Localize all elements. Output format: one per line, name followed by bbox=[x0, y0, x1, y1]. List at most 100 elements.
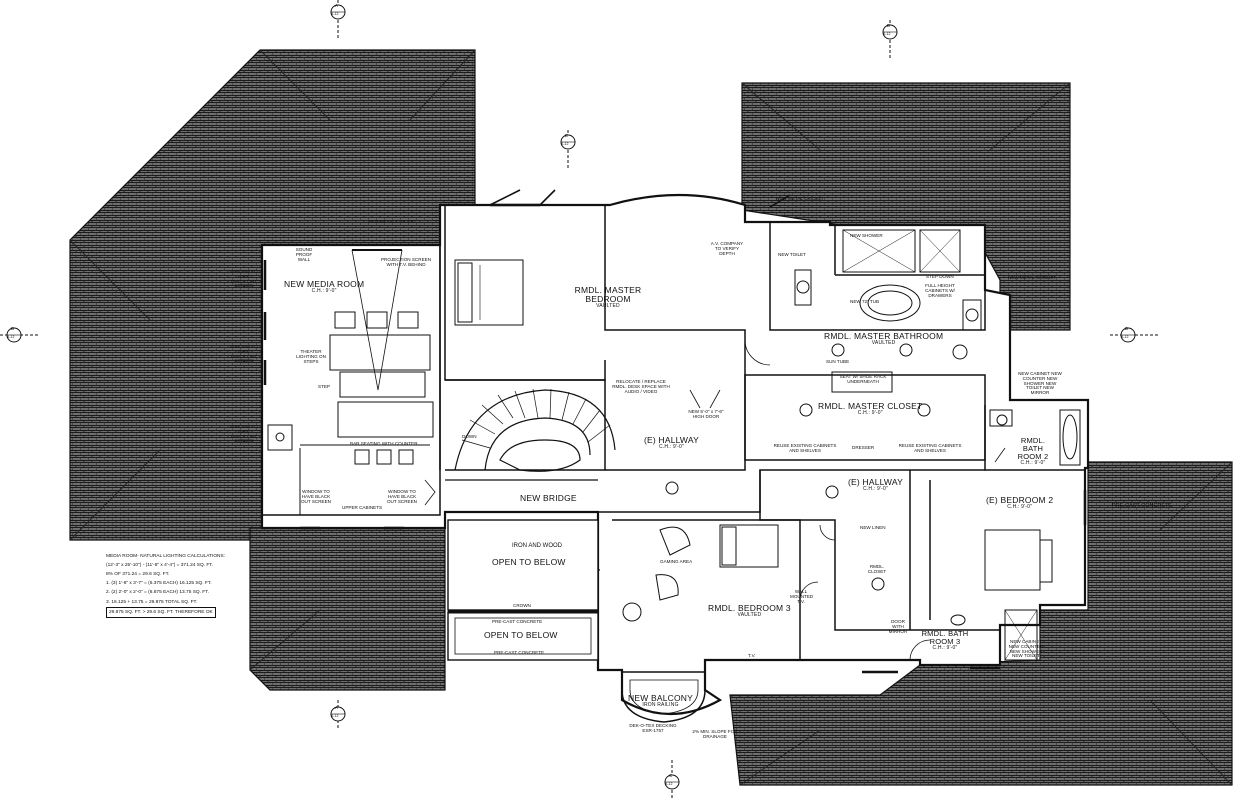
room-ceiling-height: C.H.: 9'-0" bbox=[863, 485, 888, 492]
marker-letter: D bbox=[887, 23, 891, 28]
marker-sheet: A-12 bbox=[665, 782, 673, 786]
marker-letter: A bbox=[335, 705, 339, 710]
section-marker-c[interactable]: C A-12 bbox=[664, 773, 680, 790]
marker-letter: A bbox=[335, 3, 339, 8]
label-open-to-below-1: OPEN TO BELOW bbox=[492, 557, 566, 567]
roof-areas bbox=[69, 49, 1233, 786]
room-ceiling-height: C.H.: 9'-0" bbox=[932, 644, 958, 651]
section-marker-a-bottom[interactable]: A A-12 bbox=[330, 705, 346, 722]
room-name: RMDL. BATH ROOM 2 bbox=[1017, 436, 1049, 461]
section-marker-icon bbox=[1120, 327, 1136, 343]
section-marker-d[interactable]: D A-12 bbox=[882, 23, 898, 40]
room-ceiling-height: C.H.: 9'-0" bbox=[659, 443, 684, 450]
room-name: RMDL. MASTER CLOSET bbox=[818, 401, 923, 411]
note-window-blackout-3: WINDOW TO HAVE BLACK OUT SCREEN bbox=[230, 424, 258, 444]
curved-staircase bbox=[454, 388, 616, 472]
note-metal-cricket-2: NEW METAL CRICKET bbox=[776, 196, 825, 201]
note-new-door: NEW 5'-0" x 7'-6" HIGH DOOR bbox=[688, 409, 724, 419]
room-label-master-bedroom: RMDL. MASTER BEDROOM VAULTED bbox=[568, 286, 648, 309]
note-door-with-mirror: DOOR WITH MIRROR bbox=[888, 619, 908, 634]
note-min-slope: 2% MIN. SLOPE FOR DRAINAGE bbox=[692, 729, 738, 739]
room-label-bath-2: RMDL. BATH ROOM 2 C.H.: 9'-0" bbox=[1010, 437, 1056, 466]
section-marker-b-right[interactable]: B A-12 bbox=[1120, 326, 1136, 343]
note-reuse-cabinets-1: REUSE EXISTING CABINETS AND SHELVES bbox=[773, 443, 837, 453]
note-dresser: DRESSER bbox=[852, 445, 875, 450]
note-upper-cabinets: UPPER CABINETS bbox=[342, 505, 383, 510]
note-seat-shoe-rack: SEAT W/ SHOE RACK UNDERNEATH bbox=[839, 374, 887, 384]
room-ceiling-height: C.H.: 9'-0" bbox=[311, 287, 337, 294]
note-new-cabinet-list: NEW CABINET NEW COUNTER NEW SHOWER NEW T… bbox=[1018, 371, 1062, 396]
marker-letter: B bbox=[1125, 326, 1129, 331]
room-name: RMDL. BEDROOM 3 bbox=[708, 603, 791, 613]
note-metal-cricket-1: NEW METAL CRICKET bbox=[368, 219, 417, 224]
note-reuse-cabinets-2: REUSE EXISTING CABINETS AND SHELVES bbox=[898, 443, 962, 453]
room-name: NEW BALCONY bbox=[628, 693, 694, 703]
room-name: (E) HALLWAY bbox=[644, 435, 699, 445]
calc-w2: 2. (2) 2'-0" x 2'-0" = (6.875 EACH) 13.7… bbox=[106, 590, 209, 596]
note-wall-mounted-tv: WALL MOUNTED T.V. bbox=[790, 589, 814, 604]
section-marker-b-left[interactable]: B A-12 bbox=[6, 326, 22, 343]
lighting-calculations: MEDIA ROOM- NATURAL LIGHTING CALCULATION… bbox=[106, 552, 242, 618]
balcony bbox=[621, 671, 706, 723]
note-metal-cricket-3: NEW METAL CRICKET bbox=[1008, 275, 1057, 280]
door-swings bbox=[424, 339, 1006, 661]
note-new-shower: NEW SHOWER bbox=[850, 233, 883, 238]
calc-result: 29.875 SQ. FT. > 29.6 SQ. FT. THEREFORE … bbox=[106, 606, 216, 618]
sun-tubes bbox=[665, 343, 1008, 591]
door-marks bbox=[489, 189, 791, 208]
room-sub: VAULTED bbox=[596, 302, 620, 309]
room-ceiling-height: C.H.: 9'-0" bbox=[857, 409, 883, 416]
windows bbox=[263, 203, 1087, 674]
roof-upper-right bbox=[741, 82, 1071, 331]
note-step-down: STEP DOWN bbox=[926, 274, 954, 279]
room-sub: VAULTED bbox=[737, 611, 762, 618]
open-to-below-areas bbox=[447, 519, 599, 661]
room-ceiling-height: C.H.: 9'-0" bbox=[1020, 459, 1046, 466]
room-label-master-bath: RMDL. MASTER BATHROOM VAULTED bbox=[824, 332, 943, 346]
roof-hip-lines bbox=[69, 49, 1233, 786]
note-projection-screen: PROJECTION SCREEN WITH T.V. BEHIND bbox=[380, 257, 432, 267]
note-new-linen: NEW LINEN bbox=[860, 525, 886, 530]
marker-sheet: A-12 bbox=[561, 142, 569, 146]
note-step: STEP bbox=[318, 384, 330, 389]
note-tv: T.V. bbox=[748, 653, 756, 658]
room-sub: VAULTED bbox=[871, 339, 896, 346]
label-new-bridge: NEW BRIDGE bbox=[520, 493, 577, 503]
calc-total: 3. 16.125 + 13.75 = 29.875 TOTAL SQ. FT. bbox=[106, 599, 198, 605]
bathroom-fixtures bbox=[794, 229, 1081, 661]
room-name: (E) HALLWAY bbox=[848, 477, 903, 487]
note-iron-wood: IRON AND WOOD bbox=[512, 543, 563, 549]
room-label-hallway-1: (E) HALLWAY C.H.: 9'-0" bbox=[644, 436, 699, 450]
section-marker-e[interactable]: E A-12 bbox=[560, 133, 576, 150]
media-room-furniture bbox=[267, 249, 434, 515]
note-gaming-area: GAMING AREA bbox=[660, 559, 693, 564]
note-precast-top: PRE-CAST CONCRETE bbox=[492, 619, 543, 624]
note-rmdl-closet: RMDL. CLOSET bbox=[867, 564, 887, 574]
section-marker-icon bbox=[330, 706, 346, 722]
note-window-blackout-1: WINDOW TO HAVE BLACK OUT SCREEN bbox=[230, 269, 258, 289]
note-precast-bottom: PRE-CAST CONCRETE bbox=[494, 650, 545, 655]
note-theater-lighting: THEATER LIGHTING ON STEPS bbox=[296, 349, 326, 364]
calc-area: (12'-3" x 25'-10") - (11'-8" x 4'-4") = … bbox=[106, 563, 214, 569]
marker-letter: C bbox=[669, 773, 673, 778]
note-precast-right: PRE-CAST CONCRETE bbox=[1112, 503, 1173, 509]
room-label-balcony: NEW BALCONY IRON RAILING bbox=[628, 694, 693, 708]
note-new-toilet: NEW TOILET bbox=[778, 252, 806, 257]
room-name: (E) BEDROOM 2 bbox=[986, 495, 1054, 505]
note-new-cabinet-list-2: NEW CABINET NEW COUNTER NEW SHOWER NEW T… bbox=[1008, 639, 1044, 659]
room-name: RMDL. BATH ROOM 3 bbox=[921, 629, 969, 646]
marker-letter: E bbox=[565, 133, 569, 138]
room-label-master-closet: RMDL. MASTER CLOSET C.H.: 9'-0" bbox=[818, 402, 922, 416]
section-marker-a-top[interactable]: A A-12 bbox=[330, 3, 346, 20]
note-sun-tube: SUN TUBE bbox=[826, 359, 850, 364]
secondary-beds bbox=[622, 524, 1053, 622]
calc-pct: 8% OF 371.24 = 29.6 SQ. FT. bbox=[106, 572, 170, 578]
label-open-to-below-2: OPEN TO BELOW bbox=[484, 630, 558, 640]
note-sound-proof-wall: SOUND PROOF WALL bbox=[295, 247, 313, 262]
note-new-tub: NEW 72" TUB bbox=[850, 299, 880, 304]
room-label-bath-3: RMDL. BATH ROOM 3 C.H.: 9'-0" bbox=[920, 630, 970, 651]
note-av-company: A.V. COMPANY TO VERIFY DEPTH bbox=[710, 241, 744, 256]
calc-w1: 1. (3) 1'-6" x 3'-7" = (5.375 EACH) 16.1… bbox=[106, 581, 212, 587]
note-full-height-cabinets: FULL HEIGHT CABINETS W/ DRAWERS bbox=[925, 283, 955, 298]
